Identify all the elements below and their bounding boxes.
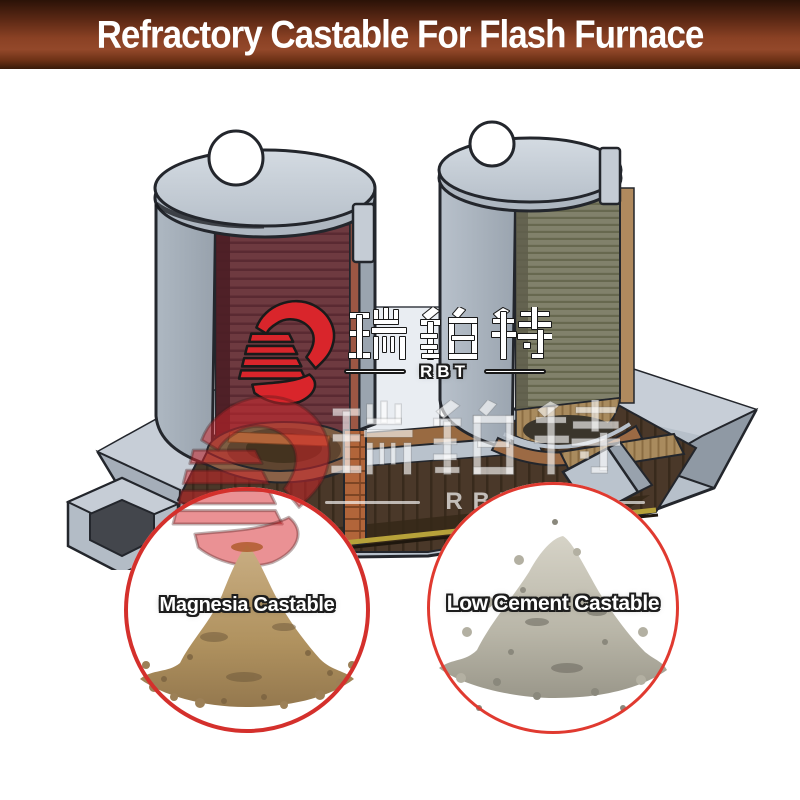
brand-logo-chinese-text [348, 307, 552, 363]
watermark-left-rule [325, 500, 420, 504]
low-cement-castable-label: Low Cement Castable [446, 592, 660, 615]
header-banner: Refractory Castable For Flash Furnace [0, 0, 800, 69]
brand-en-text: RBT [420, 361, 470, 381]
brand-logo-rbt-row: RBT [344, 362, 546, 380]
rbt-right-rule [483, 368, 546, 374]
page-title: Refractory Castable For Flash Furnace [96, 12, 705, 56]
low-cement-circle-border [427, 482, 679, 734]
rbt-left-rule [344, 368, 406, 374]
magnesia-circle-border [124, 487, 370, 733]
watermark-chinese-text [330, 400, 620, 480]
magnesia-castable-label: Magnesia Castable [159, 594, 335, 616]
